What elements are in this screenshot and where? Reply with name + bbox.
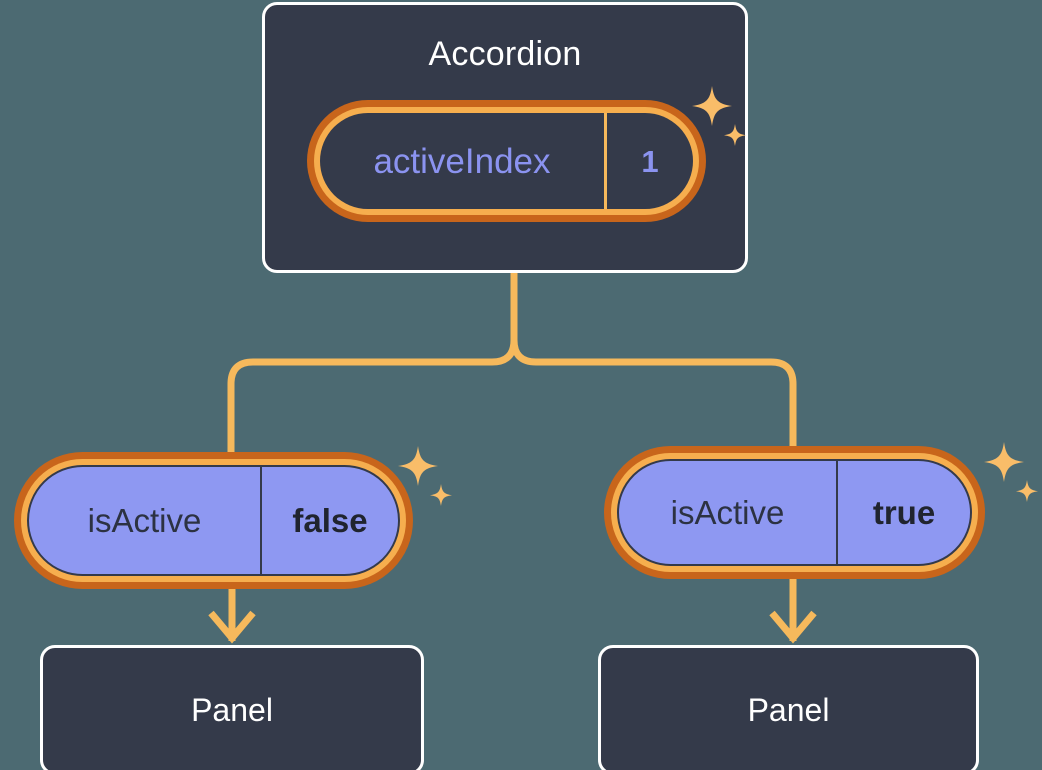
state-pill-body-left: isActive false xyxy=(27,465,400,576)
state-pill-key-left: isActive xyxy=(29,467,262,574)
state-pill-isactive-true[interactable]: isActive true xyxy=(604,446,985,579)
arrow-head-right xyxy=(769,610,817,644)
state-pill-highlight-ring-left: isActive false xyxy=(21,459,406,582)
node-title-panel-left: Panel xyxy=(191,692,273,728)
connector-root-to-children xyxy=(227,269,518,456)
node-panel-left[interactable]: Panel xyxy=(40,645,424,770)
arrow-head-left xyxy=(208,610,256,644)
state-pill-body-right: isActive true xyxy=(617,459,972,566)
prop-pill-highlight-ring: activeIndex 1 xyxy=(314,107,699,215)
sparkle-small-icon xyxy=(1016,480,1038,502)
node-panel-right[interactable]: Panel xyxy=(598,645,979,770)
state-pill-isactive-false[interactable]: isActive false xyxy=(14,452,413,589)
prop-pill-body: activeIndex 1 xyxy=(320,113,693,209)
sparkle-small-icon xyxy=(430,484,452,506)
sparkle-large-icon xyxy=(984,442,1024,482)
state-pill-value-right: true xyxy=(872,494,936,531)
state-pill-value-left: false xyxy=(292,502,368,539)
prop-pill-value: 1 xyxy=(641,143,659,179)
state-pill-highlight-ring-right: isActive true xyxy=(611,453,978,572)
connector-root-to-children-right xyxy=(510,336,797,450)
prop-pill-activeindex[interactable]: activeIndex 1 xyxy=(307,100,706,222)
state-pill-key-right: isActive xyxy=(619,461,838,564)
sparkle-large-icon xyxy=(398,446,438,486)
node-title-panel-right: Panel xyxy=(747,692,830,728)
sparkle-icon-right xyxy=(982,440,1042,510)
prop-pill-key: activeIndex xyxy=(320,113,607,209)
node-title-accordion: Accordion xyxy=(428,35,582,73)
